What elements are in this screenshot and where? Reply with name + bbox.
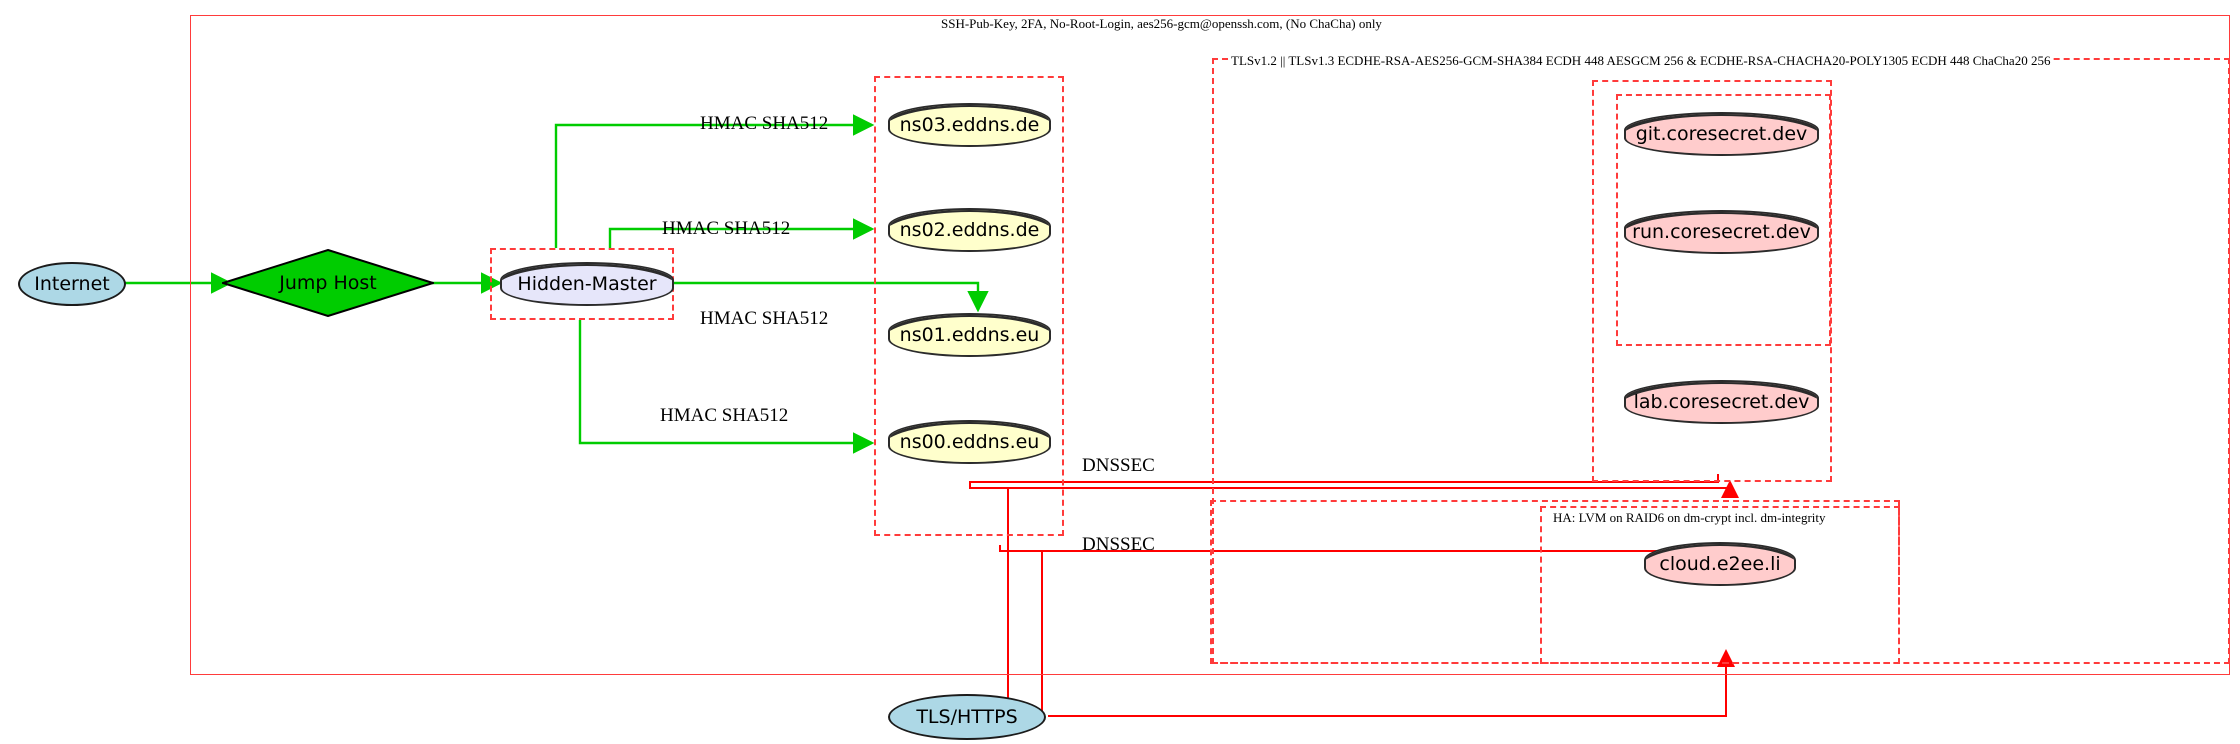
edge-label-hmac-ns02: HMAC SHA512 [662,218,791,239]
edge-label-dnssec-upper: DNSSEC [1082,455,1155,476]
node-ns01[interactable]: ns01.eddns.eu [888,313,1051,357]
node-ns03[interactable]: ns03.eddns.de [888,103,1051,147]
node-lab-coresecret[interactable]: lab.coresecret.dev [1624,380,1819,424]
node-internet[interactable]: Internet [18,262,126,306]
node-git-coresecret[interactable]: git.coresecret.dev [1624,112,1819,156]
node-cloud-e2ee[interactable]: cloud.e2ee.li [1644,542,1796,586]
storage-policy-label: HA: LVM on RAID6 on dm-crypt incl. dm-in… [1550,510,1829,526]
zone-coresecret-inner [1616,94,1831,346]
edge-label-hmac-ns01: HMAC SHA512 [700,308,829,329]
edge-label-dnssec-lower: DNSSEC [1082,534,1155,555]
edge-label-hmac-ns03: HMAC SHA512 [700,113,829,134]
edge-label-hmac-ns00: HMAC SHA512 [660,405,789,426]
zone-dns-servers [874,76,1064,536]
node-run-coresecret[interactable]: run.coresecret.dev [1624,210,1819,254]
node-ns00[interactable]: ns00.eddns.eu [888,420,1051,464]
ssh-policy-label: SSH-Pub-Key, 2FA, No-Root-Login, aes256-… [938,16,1385,32]
tls-policy-label: TLSv1.2 || TLSv1.3 ECDHE-RSA-AES256-GCM-… [1228,53,2054,69]
zone-coresecret-hosts [1592,80,1832,482]
node-ns02[interactable]: ns02.eddns.de [888,208,1051,252]
node-tls-https[interactable]: TLS/HTTPS [888,694,1046,740]
node-hidden-master[interactable]: Hidden-Master [500,262,674,306]
node-jump-host[interactable]: Jump Host [222,249,434,317]
